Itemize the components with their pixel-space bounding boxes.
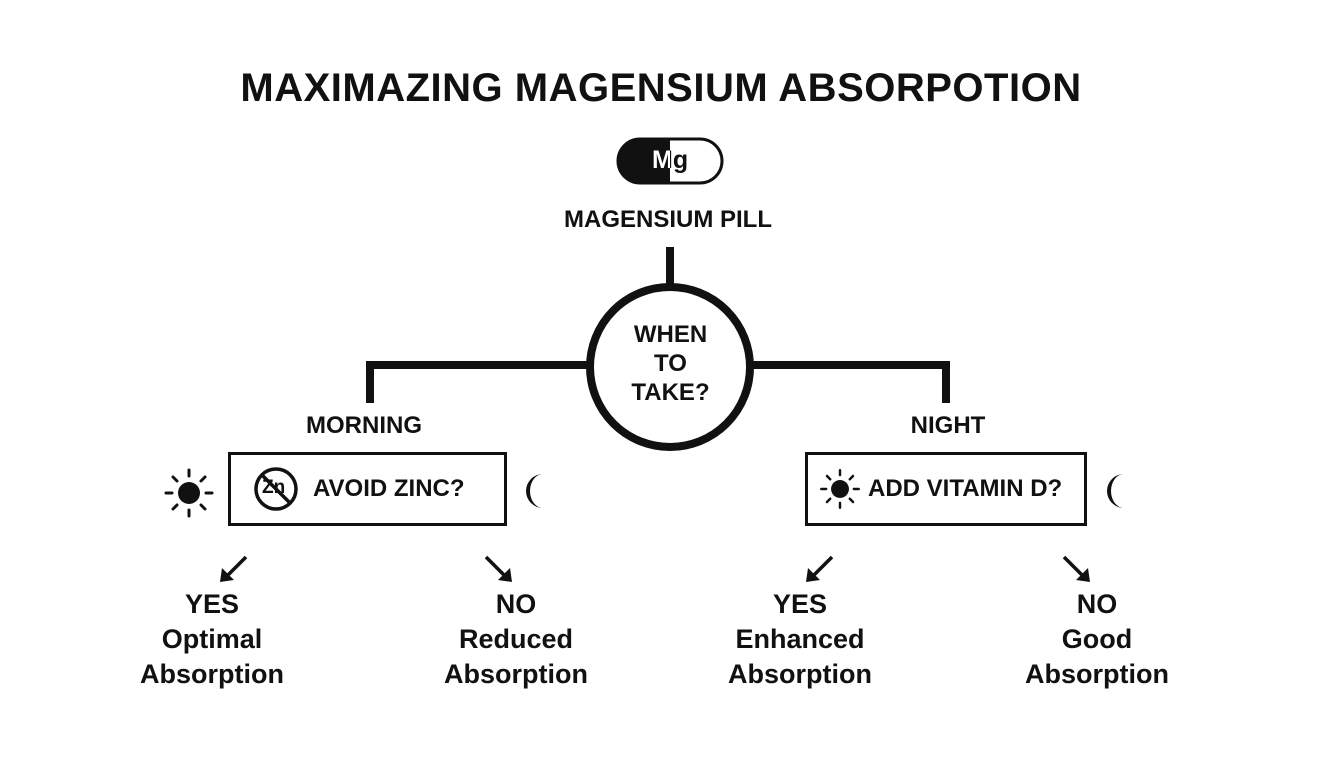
night-question: ADD VITAMIN D? (868, 475, 1063, 502)
night-branch-line (752, 361, 950, 403)
decision-circle (586, 283, 754, 451)
result-answer: NO (1076, 589, 1118, 619)
arrow-down-right-icon (1062, 555, 1090, 582)
arrow-down-left-icon (806, 555, 834, 582)
pill-capsule-icon (616, 137, 724, 185)
decision-line-3: TAKE? (631, 379, 710, 406)
morning-yes-result: YES Optimal Absorption (92, 587, 332, 692)
result-line-1: Optimal (161, 624, 263, 654)
zinc-symbol: Zn (262, 477, 286, 498)
morning-branch-line (366, 361, 588, 403)
no-zinc-icon: Zn (253, 466, 299, 512)
sun-icon (164, 468, 214, 518)
result-line-2: Absorption (140, 659, 284, 689)
arrow-down-left-icon (220, 555, 248, 582)
result-line-2: Absorption (444, 659, 588, 689)
magnesium-pill: Mg (614, 137, 726, 185)
result-line-1: Enhanced (735, 624, 865, 654)
decision-line-1: WHEN (633, 321, 708, 348)
night-no-result: NO Good Absorption (977, 587, 1217, 692)
moon-icon (1107, 474, 1124, 508)
result-answer: NO (495, 589, 537, 619)
decision-line-2: TO (654, 350, 687, 377)
page-title: MAXIMAZING MAGENSIUM ABSORPOTION (240, 66, 1082, 110)
result-answer: YES (772, 589, 828, 619)
pill-symbol: Mg (652, 146, 689, 174)
decision-question: WHEN TO TAKE? (588, 320, 753, 407)
result-line-1: Reduced (458, 624, 574, 654)
sun-icon (820, 469, 860, 509)
morning-no-result: NO Reduced Absorption (396, 587, 636, 692)
morning-label: MORNING (306, 412, 422, 439)
result-line-2: Absorption (1025, 659, 1169, 689)
arrow-down-right-icon (484, 555, 512, 582)
night-label: NIGHT (910, 412, 986, 439)
night-yes-result: YES Enhanced Absorption (680, 587, 920, 692)
pill-label: MAGENSIUM PILL (564, 206, 772, 233)
result-answer: YES (184, 589, 240, 619)
morning-question-box: Zn AVOID ZINC? (228, 452, 507, 526)
morning-question: AVOID ZINC? (313, 475, 465, 502)
night-question-box: ADD VITAMIN D? (805, 452, 1087, 526)
result-line-1: Good (1061, 624, 1133, 654)
moon-icon (526, 474, 543, 508)
result-line-2: Absorption (728, 659, 872, 689)
